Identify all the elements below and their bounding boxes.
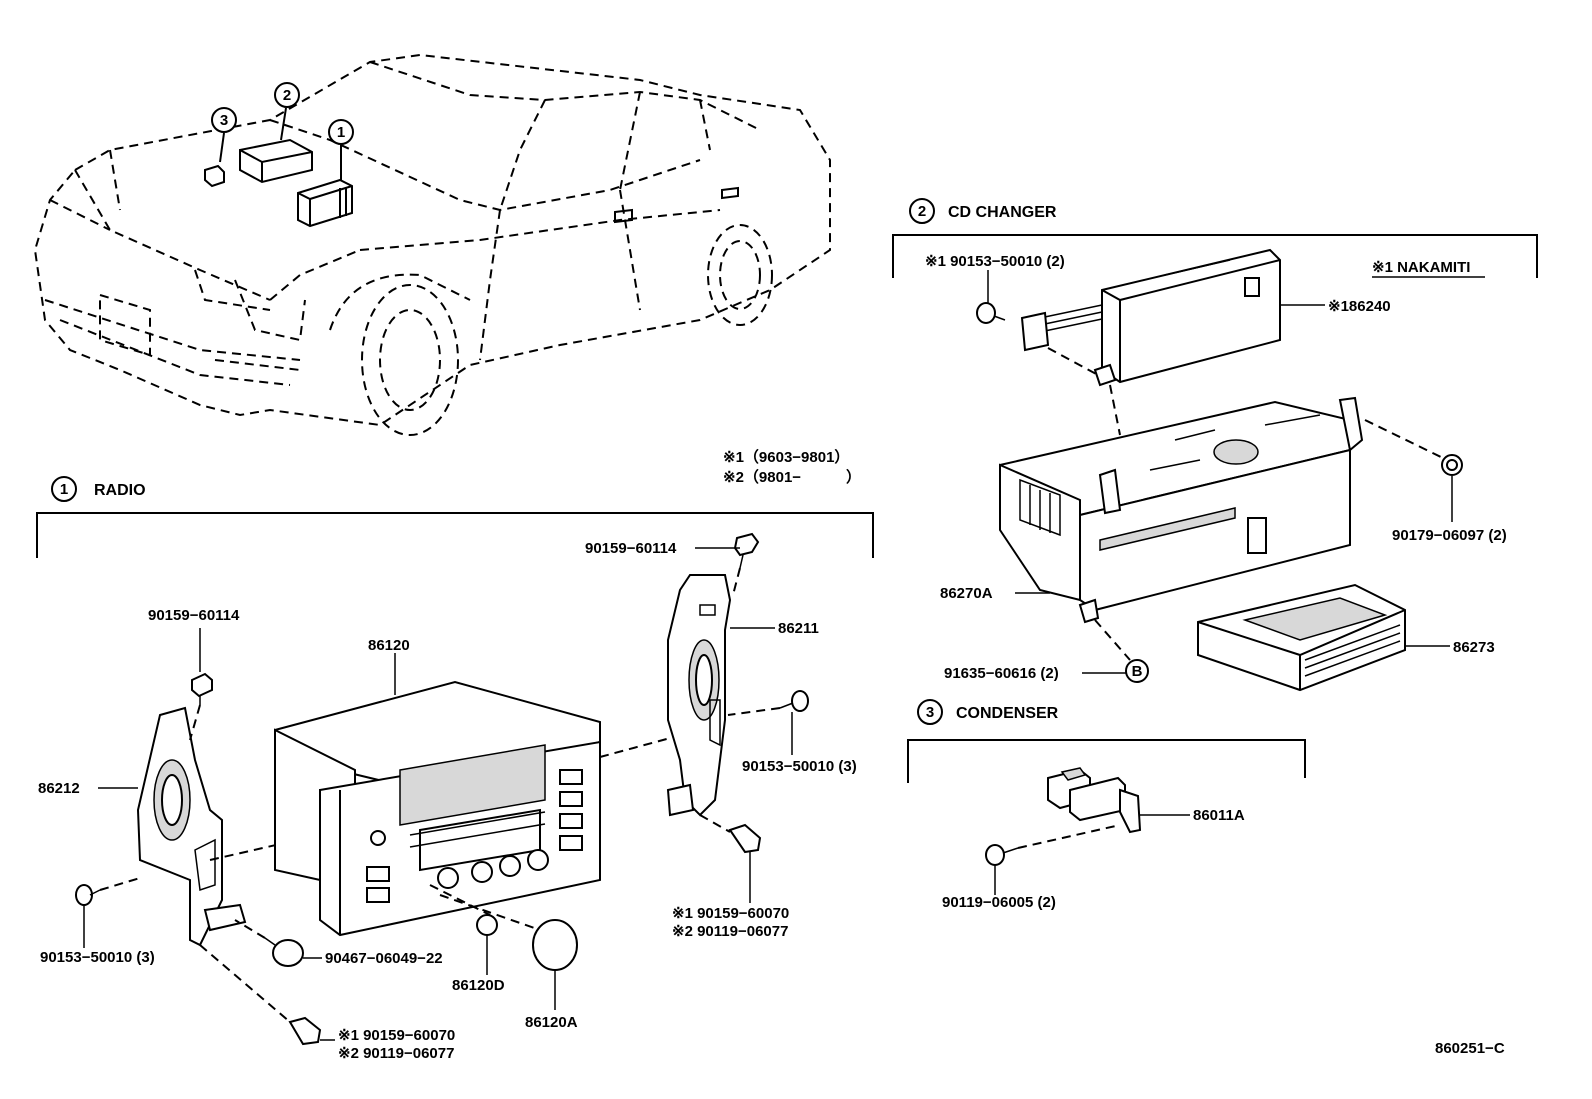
screw-lower-right xyxy=(728,823,762,854)
car-callout-3: 3 xyxy=(211,107,237,133)
label-knob-screw: 90467−06049−22 xyxy=(325,950,443,967)
car-unit-radio xyxy=(297,178,353,228)
label-cd-clip: 90179−06097 (2) xyxy=(1392,527,1507,544)
svg-text:2: 2 xyxy=(918,203,926,220)
svg-text:3: 3 xyxy=(926,704,934,721)
label-86011A: 86011A xyxy=(1193,807,1245,824)
svg-text:1: 1 xyxy=(337,124,345,141)
label-86273: 86273 xyxy=(1453,639,1495,656)
cd-b-marker: B xyxy=(1125,659,1149,683)
label-86120D: 86120D xyxy=(452,977,505,994)
condenser-section-title: CONDENSER xyxy=(956,705,1059,722)
section-radio: 1 RADIO xyxy=(36,476,874,1062)
condenser-section-bracket xyxy=(907,739,1306,783)
cd-screw xyxy=(976,302,1006,324)
label-bolt-top-left: 90159−60114 xyxy=(148,607,240,624)
radio-section-title: RADIO xyxy=(94,482,146,499)
label-86211: 86211 xyxy=(778,620,819,637)
knob-screw-90467 xyxy=(264,937,304,967)
knob-86120A xyxy=(532,919,578,971)
knob-86120D xyxy=(476,914,498,936)
label-86270A: 86270A xyxy=(940,585,993,602)
label-screw-right: 90153−50010 (3) xyxy=(742,758,857,775)
cd-section-title: CD CHANGER xyxy=(948,204,1057,221)
label-right-lower-1: ※1 90159−60070 xyxy=(672,905,789,922)
svg-text:B: B xyxy=(1132,663,1143,680)
label-86120A: 86120A xyxy=(525,1014,578,1031)
car-unit-cd xyxy=(239,138,313,184)
label-condenser-screw: 90119−06005 (2) xyxy=(942,894,1056,911)
label-bottom-1: ※1 90159−60070 xyxy=(338,1027,455,1044)
label-cd-screw: ※1 90153−50010 (2) xyxy=(925,253,1065,270)
svg-text:1: 1 xyxy=(60,481,68,498)
cd-section-bracket xyxy=(892,234,1538,278)
condenser-86011A xyxy=(1047,767,1142,834)
label-screw-left: 90153−50010 (3) xyxy=(40,949,155,966)
radio-unit-86120 xyxy=(274,680,601,937)
unit-86270A xyxy=(999,396,1364,624)
condenser-section-circle xyxy=(917,699,943,725)
label-86120: 86120 xyxy=(368,637,410,654)
car-unit-condenser xyxy=(204,164,225,188)
screw-right xyxy=(779,690,809,712)
radio-section-circle xyxy=(51,476,77,502)
car-callout-1: 1 xyxy=(328,119,354,145)
label-bolt-top-right: 90159−60114 xyxy=(585,540,677,557)
diagram-id: 860251−C xyxy=(1435,1040,1505,1057)
cd-clip xyxy=(1441,454,1463,476)
condenser-screw xyxy=(985,844,1019,866)
label-nakamiti: ※1 NAKAMITI xyxy=(1372,259,1470,276)
svg-text:2: 2 xyxy=(283,87,291,104)
cd-section-circle xyxy=(909,198,935,224)
legend-note-1: ※1（9603−9801） xyxy=(723,448,849,466)
radio-section-bracket xyxy=(36,512,874,558)
label-bolt-b: 91635−60616 (2) xyxy=(944,665,1059,682)
car-illustration: 1 2 3 xyxy=(33,53,831,436)
section-condenser: 3 CONDENSER 86011A 90119−06005 (2) xyxy=(907,699,1306,911)
label-bottom-2: ※2 90119−06077 xyxy=(338,1045,454,1062)
svg-text:3: 3 xyxy=(220,112,228,129)
section-cd-changer: 2 CD CHANGER xyxy=(892,198,1538,692)
bolt-top-left xyxy=(191,672,213,705)
screw-bottom xyxy=(288,1016,322,1046)
legend-note-2: ※2（9801− ） xyxy=(723,468,861,486)
bracket-86212 xyxy=(136,706,247,947)
screw-left xyxy=(75,884,101,906)
bracket-86211 xyxy=(666,574,732,817)
magazine-86273 xyxy=(1197,583,1406,692)
label-86240: ※186240 xyxy=(1328,298,1391,315)
unit-86240 xyxy=(1020,248,1281,387)
car-callout-2: 2 xyxy=(274,82,300,108)
label-right-lower-2: ※2 90119−06077 xyxy=(672,923,788,940)
bolt-top-right xyxy=(733,532,760,569)
label-86212: 86212 xyxy=(38,780,80,797)
